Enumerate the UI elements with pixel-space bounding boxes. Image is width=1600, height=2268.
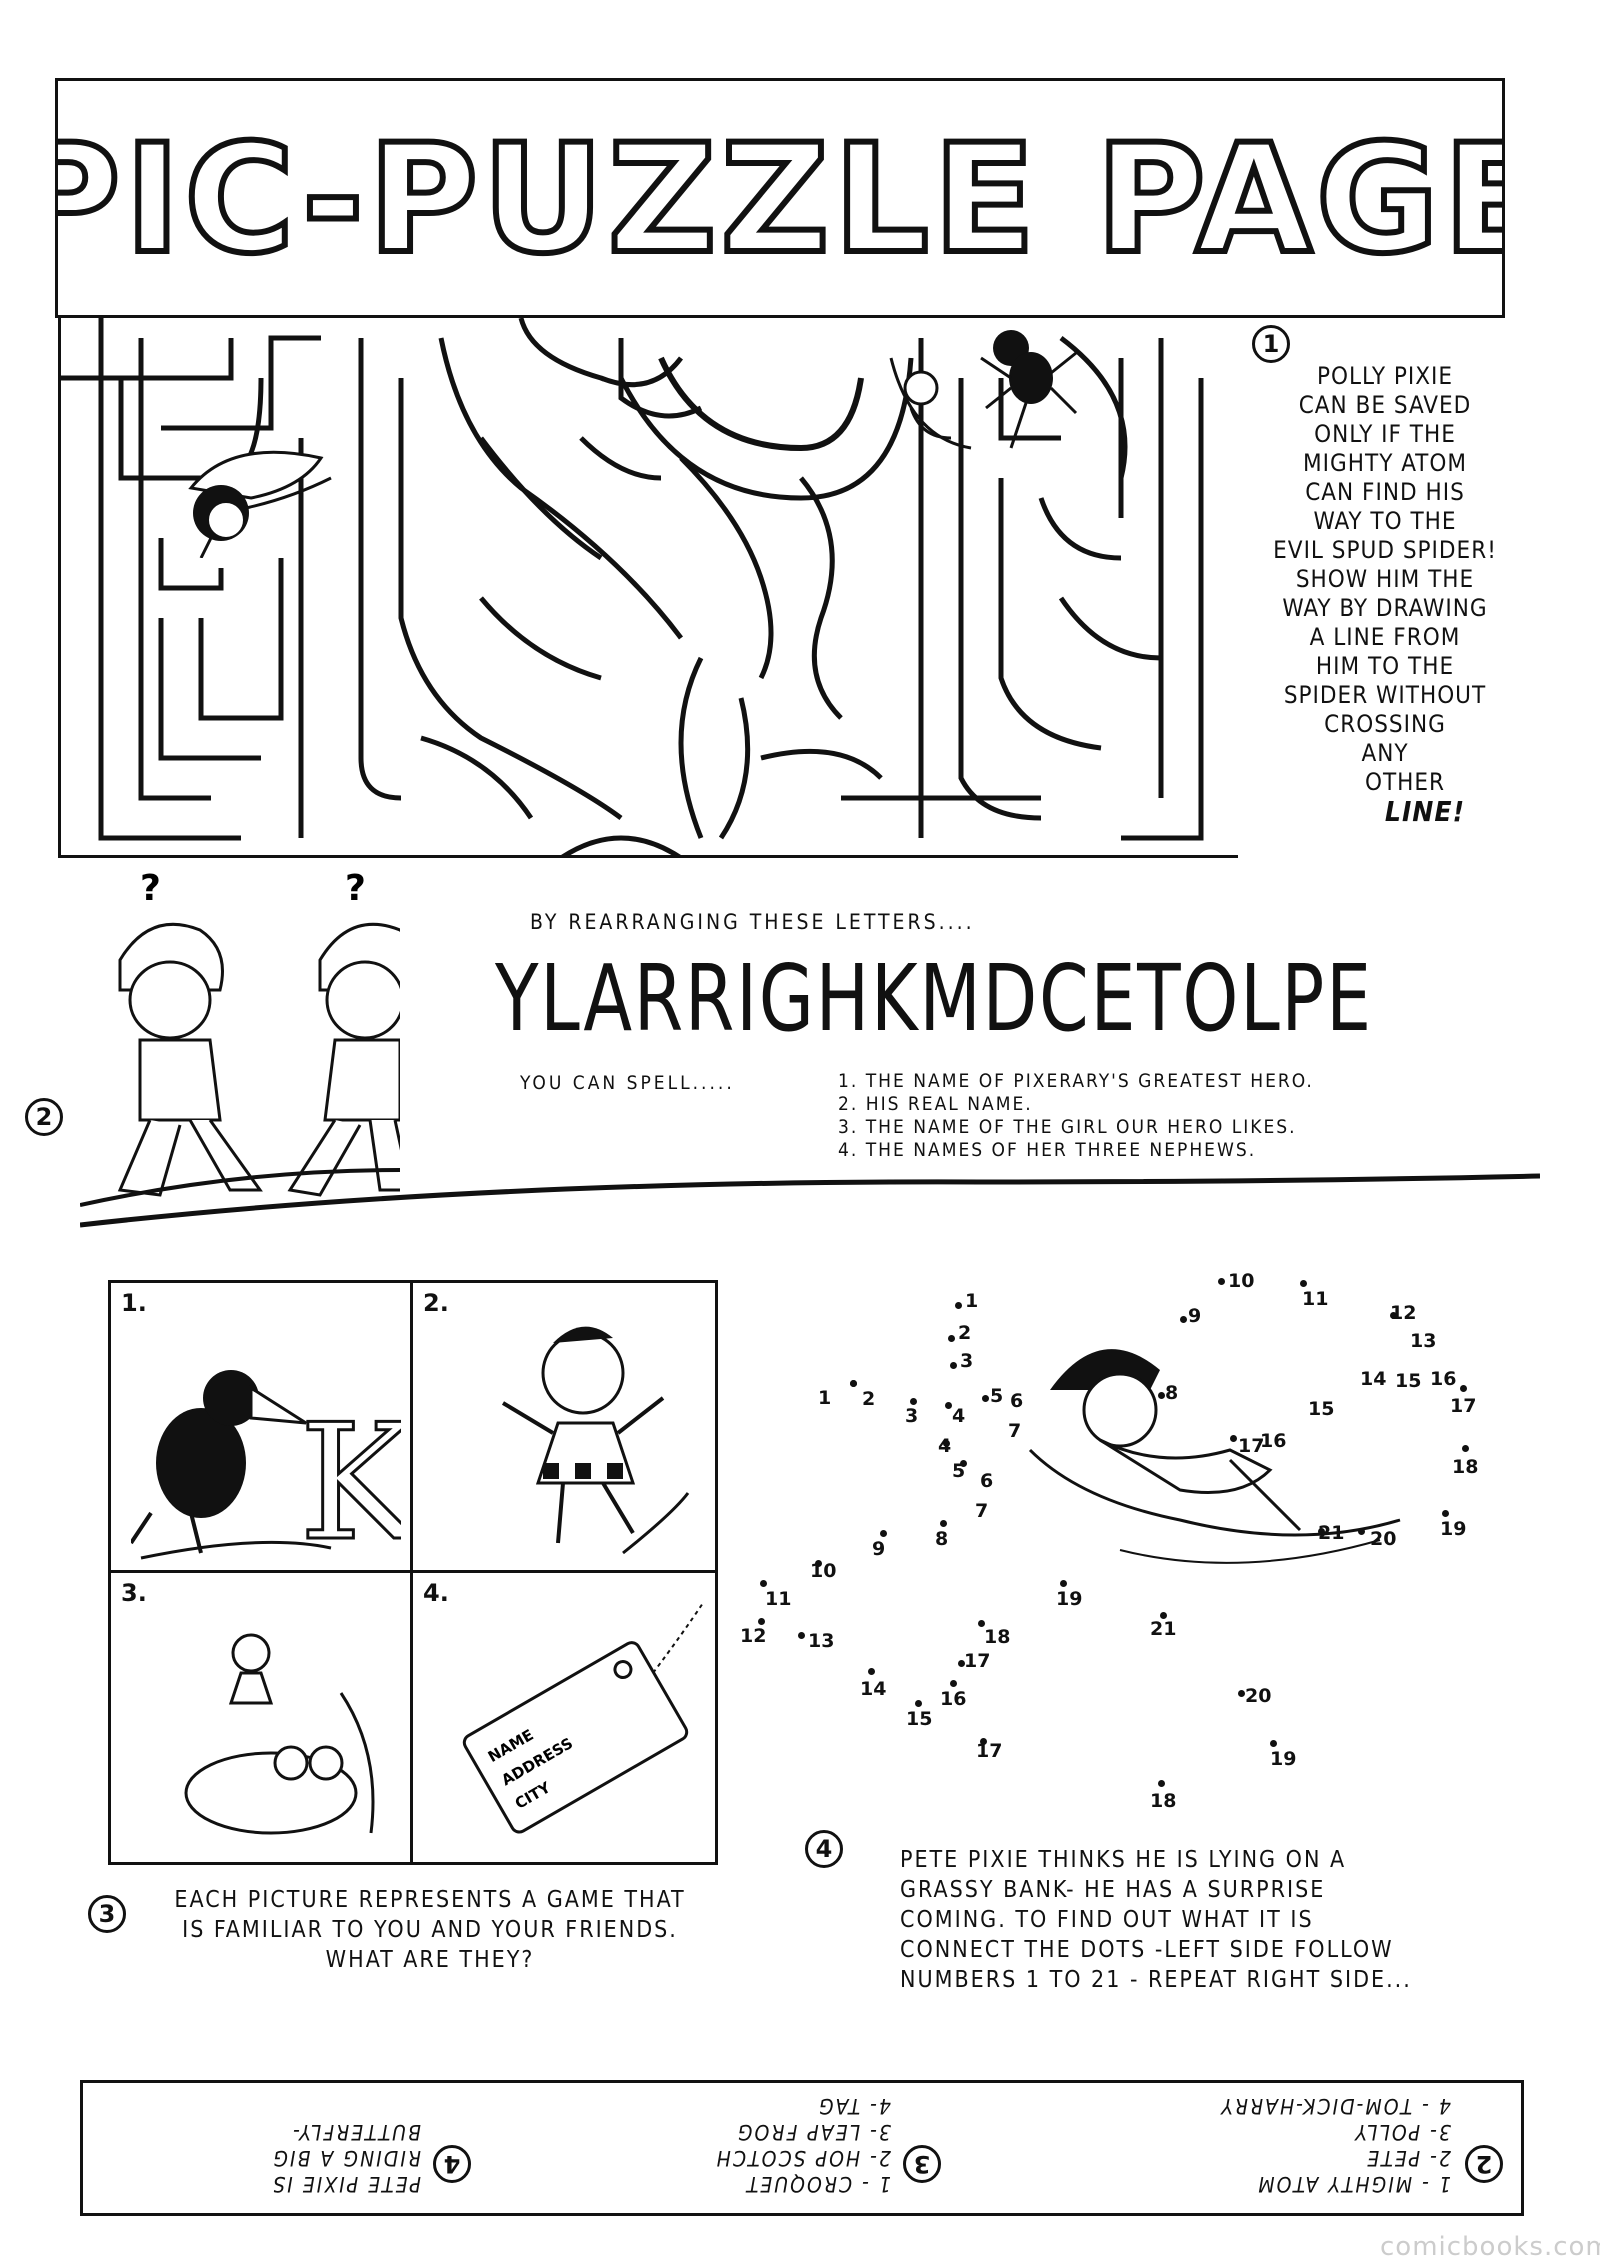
twin-pixies-figure: ? ?: [80, 870, 400, 1207]
puzzle-2-intro: BY REARRANGING THESE LETTERS....: [530, 910, 975, 934]
polly-and-spider-figure: [889, 330, 1078, 450]
puzzle-1-line: CROSSING: [1324, 710, 1446, 738]
mighty-atom-figure: [188, 450, 332, 558]
answer-3: 1 - CROQUET 2- HOP SCOTCH 3- LEAP FROG 4…: [715, 2093, 891, 2197]
answer-4-number: 4: [433, 2145, 471, 2183]
puzzle-4-number: 4: [805, 1830, 843, 1868]
answer-2: 1 - MIGHTY ATOM 2- PETE 3- POLLY 4 - TOM…: [1219, 2093, 1451, 2197]
puzzle-4-line: GRASSY BANK- HE HAS A SURPRISE: [900, 1877, 1326, 1903]
section-divider: [80, 1173, 1540, 1228]
title-graphic: PIC-PUZZLE PAGE: [58, 110, 1502, 290]
crow-k-picture: K: [131, 1370, 401, 1563]
question-mark: ?: [345, 870, 366, 909]
title-banner: PIC-PUZZLE PAGE: [55, 78, 1505, 318]
list-item: 3. THE NAME OF THE GIRL OUR HERO LIKES.: [838, 1116, 1297, 1138]
scrambled-letters: YLARRIGHKMDCETOLPE: [495, 945, 1373, 1052]
watermark: comicbooks.com: [1380, 2232, 1600, 2262]
puzzle-1-line: EVIL SPUD SPIDER!: [1273, 536, 1497, 564]
puzzle-1-instructions: POLLY PIXIE CAN BE SAVED ONLY IF THE MIG…: [1255, 362, 1515, 826]
answer-line: 4- TAG: [816, 2094, 891, 2118]
puzzle-1-line: CAN BE SAVED: [1298, 391, 1472, 419]
leapfrog-picture: [184, 1633, 375, 1834]
grid-cell-1: 1. K: [111, 1283, 413, 1573]
answer-line: 3- LEAP FROG: [735, 2120, 891, 2144]
answer-line: 4 - TOM-DICK-HARRY: [1219, 2094, 1451, 2118]
grid-cell-4: 4. NAME ADDRESS CITY: [413, 1573, 715, 1863]
puzzle-3-number: 3: [88, 1895, 126, 1933]
puzzle-1-line: POLLY PIXIE: [1316, 362, 1454, 390]
puzzle-1-line: OTHER: [1364, 768, 1446, 796]
puzzle-2-list: 1. THE NAME OF PIXERARY'S GREATEST HERO.…: [838, 1070, 1314, 1162]
answer-4: PETE PIXIE IS RIDING A BIG BUTTERFLY-: [271, 2119, 421, 2197]
question-mark: ?: [140, 870, 161, 909]
letter-k: K: [299, 1389, 401, 1563]
answer-3-number: 3: [903, 2145, 941, 2183]
puzzle-1-emphasis: LINE!: [1384, 795, 1466, 828]
answer-line: BUTTERFLY-: [291, 2120, 421, 2144]
maze-lines: [61, 318, 1204, 855]
list-item: 1. THE NAME OF PIXERARY'S GREATEST HERO.: [838, 1070, 1314, 1092]
list-item: 4. THE NAMES OF HER THREE NEPHEWS.: [838, 1139, 1257, 1161]
dot-to-dot-puzzle: 1 2 3 1 2 3 4 5 6 7 4 5 6 7 8 9 10 11 12…: [740, 1270, 1479, 1812]
hopscotch-girl-picture: [501, 1326, 690, 1555]
puzzle-4-line: PETE PIXIE THINKS HE IS LYING ON A: [900, 1847, 1347, 1873]
puzzle-4-line: CONNECT THE DOTS -LEFT SIDE FOLLOW: [900, 1937, 1394, 1963]
maze-puzzle: [58, 318, 1238, 858]
cell-number: 3.: [121, 1578, 147, 1607]
answer-line: 2- PETE: [1365, 2146, 1451, 2170]
puzzle-1-number: 1: [1252, 325, 1290, 363]
puzzle-1-line: ONLY IF THE: [1314, 420, 1456, 448]
answers-box: 2 1 - MIGHTY ATOM 2- PETE 3- POLLY 4 - T…: [80, 2080, 1524, 2216]
answer-line: RIDING A BIG: [271, 2146, 421, 2170]
puzzle-2-spell: YOU CAN SPELL.....: [520, 1072, 735, 1094]
puzzle-1-line: A LINE FROM: [1309, 623, 1461, 651]
cell-number: 1.: [121, 1289, 147, 1317]
luggage-tag-picture: NAME ADDRESS CITY: [462, 1601, 704, 1834]
answer-line: 2- HOP SCOTCH: [714, 2146, 891, 2170]
picture-grid: 1. K 2. 3.: [108, 1280, 718, 1865]
puzzle-1-line: WAY TO THE: [1313, 507, 1457, 535]
puzzle-1-line: MIGHTY ATOM: [1303, 449, 1467, 477]
puzzle-4-instructions: PETE PIXIE THINKS HE IS LYING ON A GRASS…: [900, 1845, 1412, 1995]
puzzle-4-line: NUMBERS 1 TO 21 - REPEAT RIGHT SIDE...: [900, 1967, 1412, 1993]
puzzle-1-line: SHOW HIM THE: [1295, 565, 1475, 593]
answer-2-number: 2: [1465, 2145, 1503, 2183]
list-item: 2. HIS REAL NAME.: [838, 1093, 1033, 1115]
puzzle-4-line: COMING. TO FIND OUT WHAT IT IS: [900, 1907, 1314, 1933]
grid-cell-3: 3.: [111, 1572, 413, 1862]
answer-line: PETE PIXIE IS: [271, 2172, 421, 2196]
cell-number: 4.: [423, 1578, 449, 1607]
page-title: PIC-PUZZLE PAGE: [58, 113, 1502, 287]
puzzle-1-line: CAN FIND HIS: [1305, 478, 1465, 506]
puzzle-1-line: HIM TO THE: [1315, 652, 1455, 680]
answer-line: 1 - CROQUET: [744, 2172, 891, 2196]
answer-line: 1 - MIGHTY ATOM: [1256, 2172, 1451, 2196]
puzzle-2-number: 2: [25, 1098, 63, 1136]
puzzle-1-line: WAY BY DRAWING: [1282, 594, 1488, 622]
puzzle-1-line: ANY: [1361, 739, 1409, 767]
pete-pixie-lying-figure: [1028, 1349, 1401, 1564]
grid-cell-2: 2.: [413, 1283, 715, 1573]
puzzle-1-line: SPIDER WITHOUT: [1283, 681, 1487, 709]
puzzle-3-instructions: EACH PICTURE REPRESENTS A GAME THAT IS F…: [174, 1887, 686, 1973]
cell-number: 2.: [423, 1289, 449, 1317]
answer-line: 3- POLLY: [1353, 2120, 1451, 2144]
